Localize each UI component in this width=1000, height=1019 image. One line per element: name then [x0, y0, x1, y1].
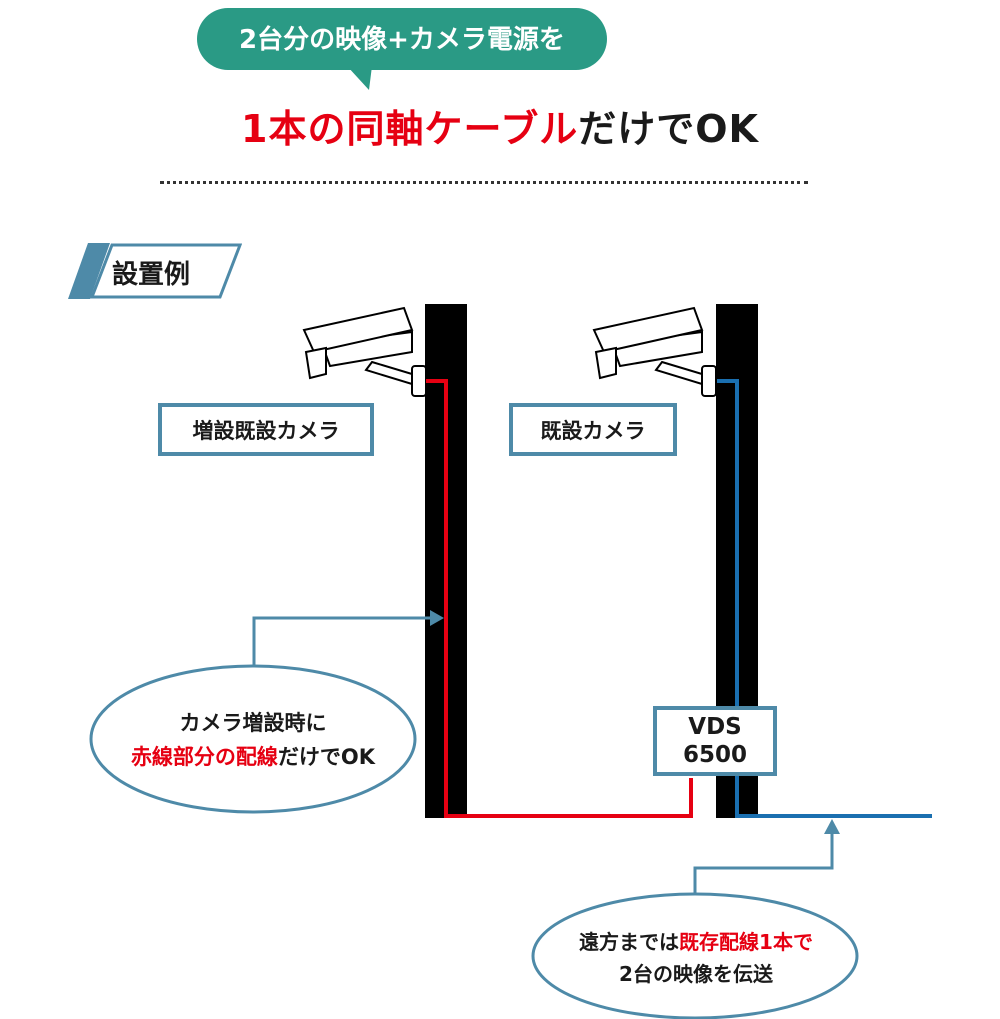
camera-icon — [302, 306, 427, 397]
red-cable — [426, 379, 693, 818]
left-callout-red: 赤線部分の配線 — [130, 745, 278, 769]
existing-camera-label: 既設カメラ — [509, 403, 677, 456]
left-callout-black: だけでOK — [277, 745, 376, 769]
left-callout-ellipse — [89, 664, 417, 814]
left-callout-text: カメラ増設時に 赤線部分の配線だけでOK — [90, 706, 416, 774]
right-callout-text: 遠方までは既存配線1本で 2台の映像を伝送 — [534, 926, 858, 990]
bubble-text: 2台分の映像+カメラ電源を — [239, 25, 565, 55]
right-callout-line2: 2台の映像を伝送 — [619, 962, 773, 986]
right-callout-black: 遠方までは — [579, 930, 680, 954]
right-callout-line1: 遠方までは既存配線1本で — [534, 926, 858, 958]
headline-black: だけでOK — [578, 107, 759, 151]
blue-cable — [717, 379, 932, 818]
section-tag-label: 設置例 — [112, 260, 191, 290]
headline-bubble: 2台分の映像+カメラ電源を — [197, 8, 607, 90]
divider — [160, 181, 808, 184]
left-callout-line1: カメラ増設時に — [179, 711, 327, 735]
left-callout-line2: 赤線部分の配線だけでOK — [90, 740, 416, 774]
headline-red: 1本の同軸ケーブル — [241, 107, 579, 151]
left-callout-pointer — [252, 616, 432, 668]
added-camera-label: 増設既設カメラ — [158, 403, 374, 456]
vds-device-line2: 6500 — [682, 742, 747, 768]
section-tag-shape — [68, 243, 242, 299]
right-callout-red: 既存配線1本で — [679, 930, 813, 954]
right-callout-pointer — [693, 832, 834, 894]
vds-device-line1: VDS — [688, 714, 742, 740]
speech-bubble-shape — [197, 8, 607, 90]
camera-icon — [592, 306, 717, 397]
right-callout-ellipse — [531, 892, 859, 1019]
headline: 1本の同軸ケーブルだけでOK — [0, 98, 1000, 153]
vds-device-box: VDS 6500 — [653, 706, 777, 776]
arrow-up-icon — [824, 819, 840, 834]
arrow-right-icon — [430, 610, 444, 626]
